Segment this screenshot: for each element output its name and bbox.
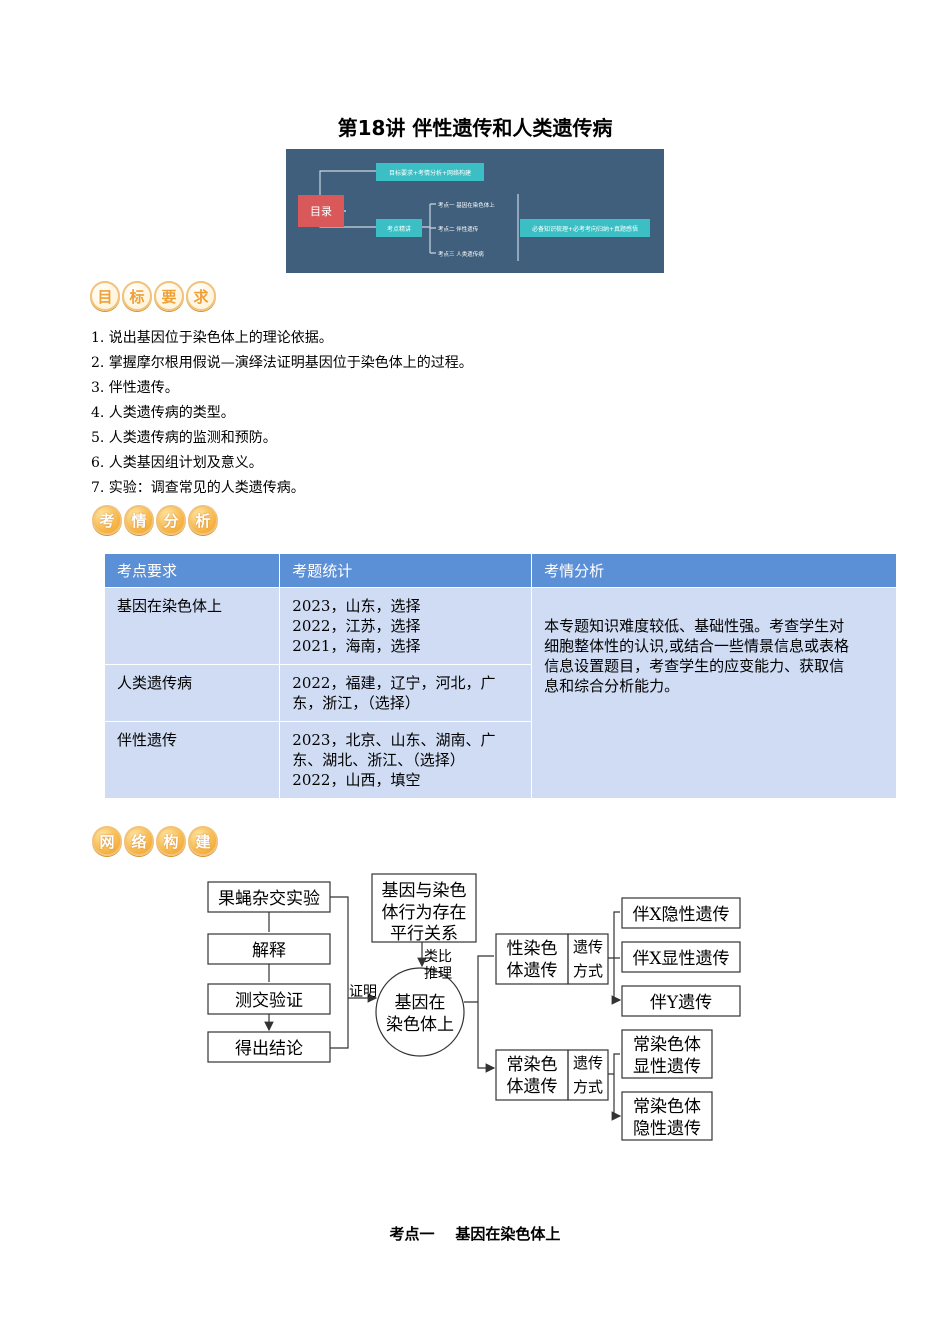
center-line-1: 基因在 [395,993,446,1013]
auto-type-1-line-1: 常染色体 [633,1035,701,1055]
auto-type-2-line-2: 隐性遗传 [633,1119,701,1139]
parallel-line-3: 平行关系 [390,924,458,944]
step-4: 得出结论 [235,1039,303,1059]
col-header-stats: 考题统计 [279,553,533,588]
step-2: 解释 [252,941,286,961]
stat-line: 2022，山西，填空 [292,771,421,789]
table-row: 伴性遗传 2023，北京、山东、湖南、广 东、湖北、浙江、（选择） 2022，山… [103,721,897,799]
analysis-table: 考点要求 考题统计 考情分析 基因在染色体上 2023，山东，选择 2022，江… [103,553,897,799]
auto-type-box-1 [621,1029,713,1079]
analysis-line: 细胞整体性的认识,或结合一些情景信息或表格 [544,637,849,655]
sex-type-1: 伴X隐性遗传 [632,905,729,925]
toc-point-2: 考点二 伴性遗传 [438,225,479,233]
goals-badge-1: 目 [90,281,120,311]
stats-cell: 2022，福建，辽宁，河北，广 东，浙江，（选择） [279,664,533,722]
sex-line-2: 体遗传 [507,961,558,981]
auto-type-2-line-1: 常染色体 [633,1097,701,1117]
analysis-line: 信息设置题目，考查学生的应变能力、获取信 [544,657,845,675]
sex-type-3: 伴Y遗传 [650,993,712,1013]
sex-mode-box [567,933,609,985]
analysis-badge-3: 分 [156,505,186,535]
page-title: 第18讲 伴性遗传和人类遗传病 [337,116,613,140]
table-row: 基因在染色体上 2023，山东，选择 2022，江苏，选择 2021，海南，选择… [103,587,897,799]
sex-mode-1: 遗传 [573,938,603,956]
section-heading: 考点一 基因在染色体上 [389,1225,561,1243]
network-badge-2: 络 [124,826,154,856]
step-3: 测交验证 [235,991,303,1011]
table-header-row: 考点要求 考题统计 考情分析 [103,553,897,588]
goals-badge-4: 求 [186,281,216,311]
center-ellipse [375,967,465,1057]
network-badge-4: 建 [188,826,218,856]
analysis-line: 息和综合分析能力。 [544,677,680,695]
toc-branch1: 目标要求+考情分析+网络构建 [389,169,471,177]
goal-item: 7. 实验：调查常见的人类遗传病。 [91,480,305,496]
goal-item: 2. 掌握摩尔根用假说—演绎法证明基因位于染色体上的过程。 [91,355,473,371]
goal-item: 4. 人类遗传病的类型。 [91,405,235,421]
stat-line: 2022，江苏，选择 [292,617,421,635]
goals-badge-2: 标 [122,281,152,311]
stats-cell: 2023，山东，选择 2022，江苏，选择 2021，海南，选择 [279,587,533,665]
goal-item: 3. 伴性遗传。 [91,380,179,396]
toc-root-box [298,195,344,227]
toc-root: 目录 [310,205,332,218]
goal-item: 5. 人类遗传病的监测和预防。 [91,430,277,446]
col-header-analysis: 考情分析 [531,553,897,588]
step-1: 果蝇杂交实验 [218,889,320,909]
analysis-badge-2: 情 [124,505,154,535]
goals-badge-3: 要 [154,281,184,311]
stats-cell: 2023，北京、山东、湖南、广 东、湖北、浙江、（选择） 2022，山西，填空 [279,721,533,799]
sex-type-box-2 [621,941,741,973]
parallel-box [371,873,477,943]
center-line-2: 染色体上 [386,1015,454,1035]
stat-line: 2022，福建，辽宁，河北，广 [292,674,496,692]
parallel-line-2: 体行为存在 [382,903,467,923]
analogy-line-1: 类比 [424,949,452,965]
stat-line: 2023，山东，选择 [292,597,421,615]
network-badge-1: 网 [92,826,122,856]
analogy-line-2: 推理 [424,966,452,982]
toc-point-1: 考点一 基因在染色体上 [438,201,495,209]
auto-mode-2: 方式 [573,1078,603,1096]
sex-type-box-3 [621,985,741,1017]
table-row: 人类遗传病 2022，福建，辽宁，河北，广 东，浙江，（选择） [103,664,897,722]
sex-type-2: 伴X显性遗传 [632,949,729,969]
network-heading: 网 络 构 建 [92,826,218,856]
topic-cell: 人类遗传病 [103,664,281,722]
topic-cell: 基因在染色体上 [103,587,281,665]
analysis-badge-4: 析 [188,505,218,535]
sex-line-1: 性染色 [507,939,558,959]
col-header-topic: 考点要求 [103,553,281,588]
goal-item: 1. 说出基因位于染色体上的理论依据。 [91,330,333,346]
auto-mode-box [567,1049,609,1101]
toc-point-3: 考点三 人类遗传病 [438,250,484,258]
auto-line-1: 常染色 [507,1055,558,1075]
topic-cell: 伴性遗传 [103,721,281,799]
analysis-line: 本专题知识难度较低、基础性强。考查学生对 [544,617,845,635]
sex-type-box-1 [621,897,741,929]
auto-line-2: 体遗传 [507,1077,558,1097]
stat-line: 2023，北京、山东、湖南、广 [292,731,496,749]
network-badge-3: 构 [156,826,186,856]
goal-item: 6. 人类基因组计划及意义。 [91,455,263,471]
stat-line: 2021，海南，选择 [292,637,421,655]
toc-summary: 必备知识梳理+必考考向归纳+真题感悟 [532,225,638,233]
auto-type-box-2 [621,1091,713,1141]
analysis-heading: 考 情 分 析 [92,505,218,535]
goals-heading: 目 标 要 求 [90,281,216,311]
sex-mode-2: 方式 [573,962,603,980]
goals-list: 1. 说出基因位于染色体上的理论依据。 2. 掌握摩尔根用假说—演绎法证明基因位… [91,326,473,501]
stat-line: 东，浙江，（选择） [292,694,420,712]
auto-type-1-line-2: 显性遗传 [633,1057,701,1077]
prove-label: 证明 [349,984,377,1000]
toc-diagram: 目录 目标要求+考情分析+网络构建 考点精讲 考点一 基因在染色体上 考点二 伴… [286,149,664,273]
auto-mode-1: 遗传 [573,1054,603,1072]
parallel-line-1: 基因与染色 [382,881,467,901]
toc-branch2: 考点精讲 [387,225,411,233]
concept-map: 果蝇杂交实验 解释 测交验证 得出结论 证明 基因与染色 体行为存在 平行关系 … [200,868,750,1152]
stat-line: 东、湖北、浙江、（选择） [292,751,465,769]
analysis-badge-1: 考 [92,505,122,535]
analysis-cell: 本专题知识难度较低、基础性强。考查学生对 细胞整体性的认识,或结合一些情景信息或… [531,587,897,799]
